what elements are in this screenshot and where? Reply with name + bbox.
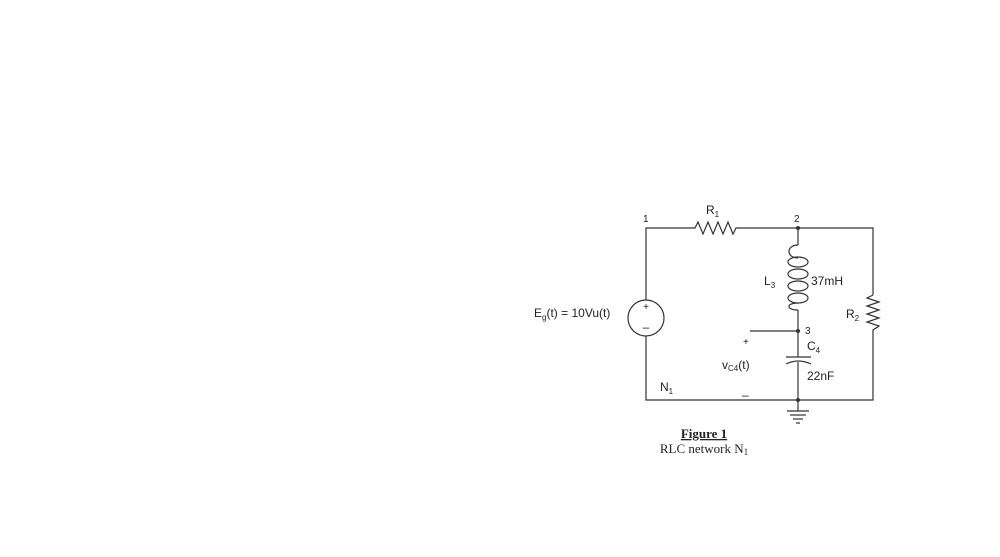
wires [645,227,874,411]
vc4-label: vC4(t) [722,358,750,373]
capacitor-c4 [785,356,812,365]
resistor-r1 [683,220,738,236]
vc4-plus-sign: + [743,337,749,348]
node-label-3: 3 [805,326,811,337]
vc4-minus-sign: – [742,388,749,402]
r1-label: R1 [706,203,720,219]
ground-icon [787,410,809,424]
c4-value: 22nF [807,369,834,383]
voltage-source: + – [627,299,665,337]
node-dot-ground [796,398,800,402]
l3-label: L3 [764,274,776,290]
figure-title: Figure 1 [681,426,727,441]
source-label: Eg(t) = 10Vu(t) [534,306,610,322]
source-minus-sign: – [643,320,650,334]
node-dot-3 [796,329,800,333]
node-label-1: 1 [643,214,649,225]
node-label-2: 2 [794,214,800,225]
node-dot-2 [796,226,800,230]
source-plus-sign: + [643,302,649,313]
network-label: N1 [660,380,674,396]
resistor-r2 [865,294,881,333]
r2-label: R2 [846,307,860,323]
figure-subtitle: RLC network N1 [660,441,748,457]
l3-value: 37mH [811,274,843,288]
inductor-l3 [787,244,809,311]
c4-label: C4 [807,339,821,355]
